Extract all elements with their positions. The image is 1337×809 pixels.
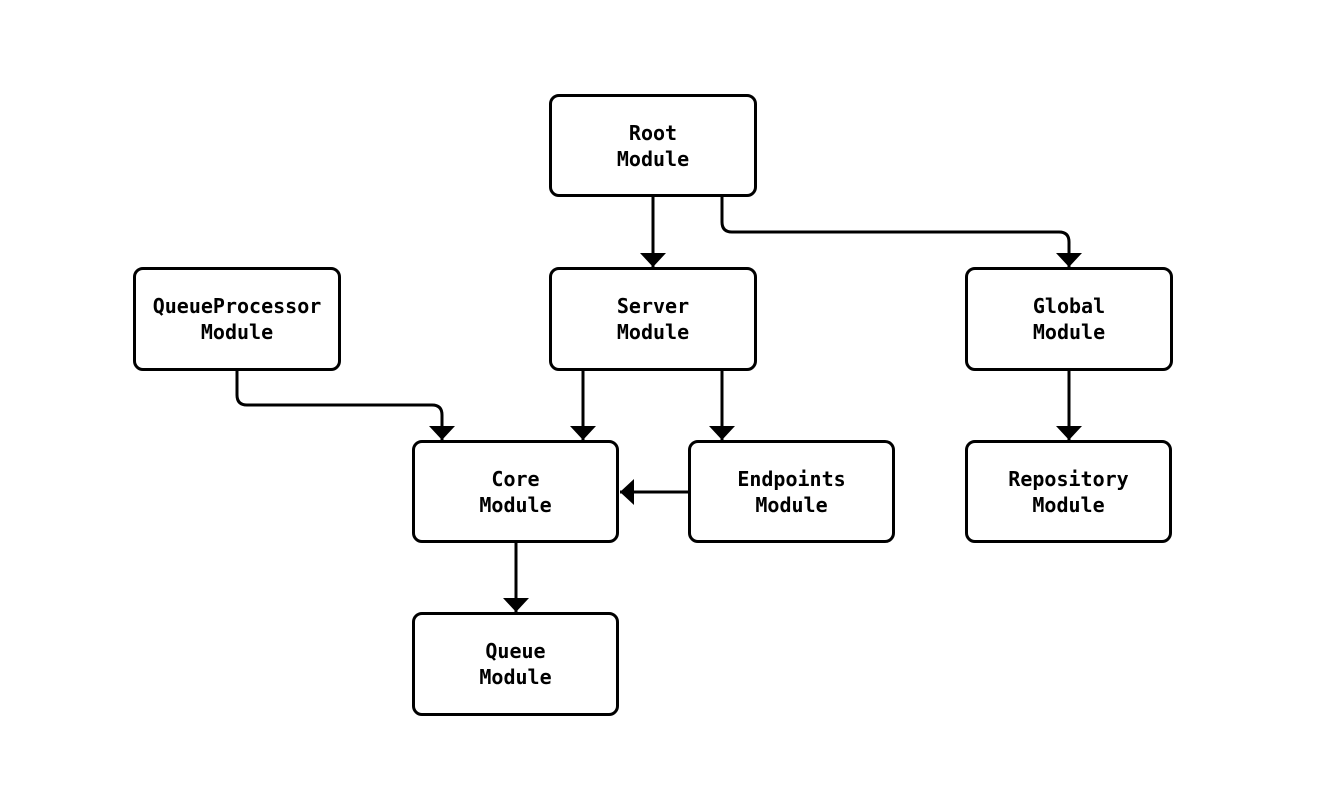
node-queue-module: Queue Module (412, 612, 619, 716)
node-server-module: Server Module (549, 267, 757, 371)
node-root-module: Root Module (549, 94, 757, 197)
node-label: Repository Module (1008, 466, 1129, 517)
edge-root-to-global (720, 197, 1082, 267)
node-label: QueueProcessor Module (152, 294, 322, 344)
node-label: Core Module (479, 466, 552, 517)
node-repository-module: Repository Module (965, 440, 1172, 543)
node-label: Global Module (1032, 294, 1106, 344)
node-endpoints-module: Endpoints Module (688, 440, 895, 543)
node-label: Root Module (616, 120, 690, 171)
node-label: Endpoints Module (737, 466, 846, 517)
node-queueprocessor-module: QueueProcessor Module (133, 267, 341, 371)
node-global-module: Global Module (965, 267, 1173, 371)
node-label: Server Module (616, 294, 690, 344)
edge-queueprocessor-to-core (235, 371, 455, 440)
node-label: Queue Module (479, 639, 552, 689)
node-core-module: Core Module (412, 440, 619, 543)
